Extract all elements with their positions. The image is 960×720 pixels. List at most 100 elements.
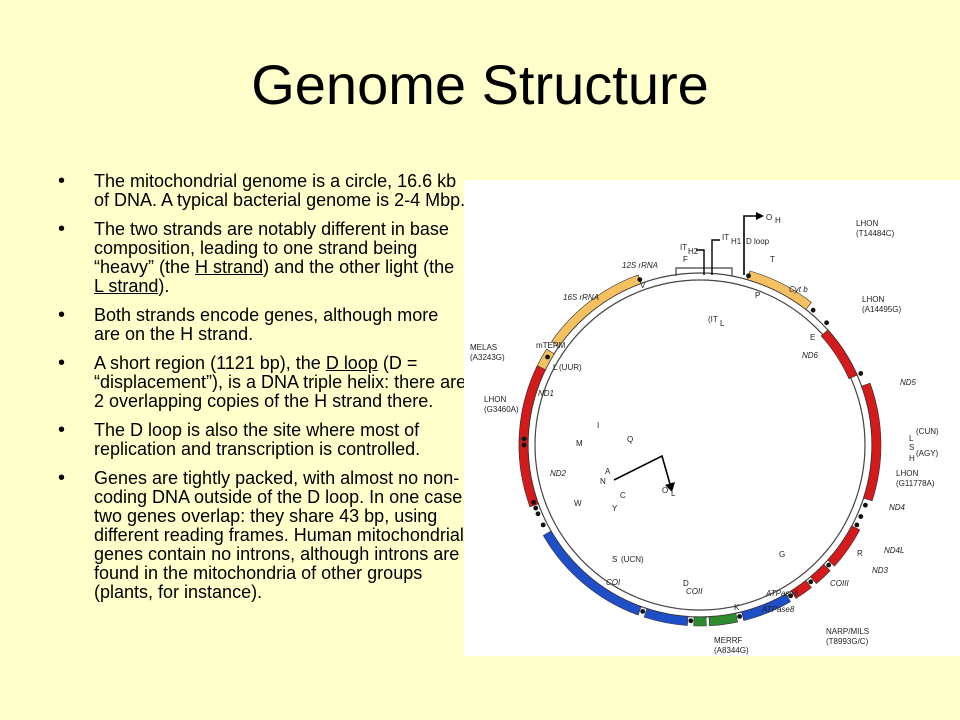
gene-label: COI xyxy=(606,578,621,587)
trna-marker xyxy=(521,436,527,442)
bullet-text: The D loop is also the site where most o… xyxy=(94,420,421,459)
gene-label: COII xyxy=(686,587,703,596)
bullet-text: ) and the other light (the xyxy=(263,257,455,277)
trna-label: L xyxy=(553,363,558,372)
trna-marker xyxy=(688,618,694,624)
origin-l-arrow xyxy=(613,454,675,492)
bullet-item: The D loop is also the site where most o… xyxy=(58,421,468,459)
mutation-name: LHON xyxy=(862,295,884,304)
ith1-arrow xyxy=(711,239,720,275)
slide-title: Genome Structure xyxy=(251,53,709,116)
bullet-text: (D = “displacement”), is a DNA triple he… xyxy=(94,353,467,411)
bullet-list: The mitochondrial genome is a circle, 16… xyxy=(58,172,468,612)
trna-marker xyxy=(540,522,546,528)
mutation-code: (T14484C) xyxy=(856,229,895,238)
gene-arc xyxy=(810,564,831,585)
trna-marker xyxy=(531,499,536,505)
gene-label: Cyt b xyxy=(789,285,808,294)
trna-marker xyxy=(810,307,816,313)
underlined-term: H strand xyxy=(195,257,264,277)
gene-label: COIII xyxy=(830,579,849,588)
ith2-sub: H2 xyxy=(688,247,699,256)
trna-marker xyxy=(746,273,751,279)
trna-label: M xyxy=(576,439,583,448)
trna-marker xyxy=(640,609,646,614)
gene-label: 12S rRNA xyxy=(622,261,658,270)
trna-label: S xyxy=(909,443,914,452)
trna-label: S xyxy=(612,555,617,564)
mutation-name: LHON xyxy=(896,469,918,478)
ith1-sub: H1 xyxy=(731,237,742,246)
mutation-name: LHON xyxy=(856,219,878,228)
trna-label: H xyxy=(909,454,915,463)
gene-arc xyxy=(827,525,861,567)
gene-label: ND1 xyxy=(538,389,554,398)
gene-arc xyxy=(708,612,738,627)
ith2-arrow xyxy=(696,249,705,275)
trna-label: R xyxy=(857,549,863,558)
mutation-name: LHON xyxy=(484,395,506,404)
trna-label: V xyxy=(640,281,646,290)
gene-arc xyxy=(790,580,812,599)
ith1-label: IT xyxy=(722,233,729,242)
underlined-term: L strand xyxy=(94,276,159,296)
mutation-code: (A14495G) xyxy=(862,305,901,314)
bullet-text: Genes are tightly packed, with almost no… xyxy=(94,468,468,602)
origin-l-sub: L xyxy=(671,489,676,498)
bullet-text: The two strands are notably different in… xyxy=(94,219,449,277)
trna-label: (AGY) xyxy=(916,449,939,458)
trna-label: F xyxy=(683,255,688,264)
trna-label: N xyxy=(600,477,606,486)
trna-marker xyxy=(788,593,794,599)
trna-label: W xyxy=(574,499,582,508)
origin-h-label: O xyxy=(766,213,772,222)
trna-label: K xyxy=(734,603,740,612)
trna-label: Y xyxy=(612,504,618,513)
gene-label: ND6 xyxy=(802,351,819,360)
gene-arc xyxy=(693,616,707,627)
ith2-label: IT xyxy=(680,243,687,252)
trna-label: E xyxy=(810,333,815,342)
gene-label: ND3 xyxy=(872,566,889,575)
trna-marker xyxy=(533,505,539,511)
gene-label: ATPase6 xyxy=(765,589,799,598)
underlined-term: D loop xyxy=(325,353,378,373)
mutation-code: (A3243G) xyxy=(470,353,505,362)
gene-label: ND2 xyxy=(550,469,567,478)
trna-marker xyxy=(826,562,832,568)
trna-marker xyxy=(545,354,550,360)
trna-marker xyxy=(858,514,864,519)
trna-label: (UUR) xyxy=(559,363,582,372)
mutation-code: (G3460A) xyxy=(484,405,519,414)
gene-label: ND4 xyxy=(889,503,906,512)
trna-label: P xyxy=(755,291,760,300)
gene-arc xyxy=(861,382,882,502)
trna-marker xyxy=(535,511,541,517)
origin-h-sub: H xyxy=(775,216,781,225)
dloop-label: D loop xyxy=(746,237,770,246)
bullet-text: A short region (1121 bp), the xyxy=(94,353,326,373)
trna-marker xyxy=(862,502,868,508)
mutation-name: MELAS xyxy=(470,343,497,352)
mutation-name: MERRF xyxy=(714,636,743,645)
trna-marker xyxy=(854,522,860,528)
trna-label: Q xyxy=(627,435,633,444)
trna-label: T xyxy=(770,255,775,264)
gene-label: 16S rRNA xyxy=(563,293,599,302)
bullet-item: Both strands encode genes, although more… xyxy=(58,306,468,344)
gene-arc xyxy=(820,329,858,380)
trna-marker xyxy=(808,579,814,585)
bullet-item: A short region (1121 bp), the D loop (D … xyxy=(58,354,468,411)
mterm-label: mTERM xyxy=(536,341,566,350)
trna-label: C xyxy=(620,491,626,500)
bullet-text: Both strands encode genes, although more… xyxy=(94,305,439,344)
gene-arc xyxy=(643,608,689,626)
gene-arc xyxy=(551,274,642,347)
itl-sub: L xyxy=(720,319,725,328)
gene-label: ND5 xyxy=(900,378,917,387)
trna-marker xyxy=(824,320,830,326)
mutation-name: NARP/MILS xyxy=(826,627,869,636)
trna-label: G xyxy=(779,550,785,559)
